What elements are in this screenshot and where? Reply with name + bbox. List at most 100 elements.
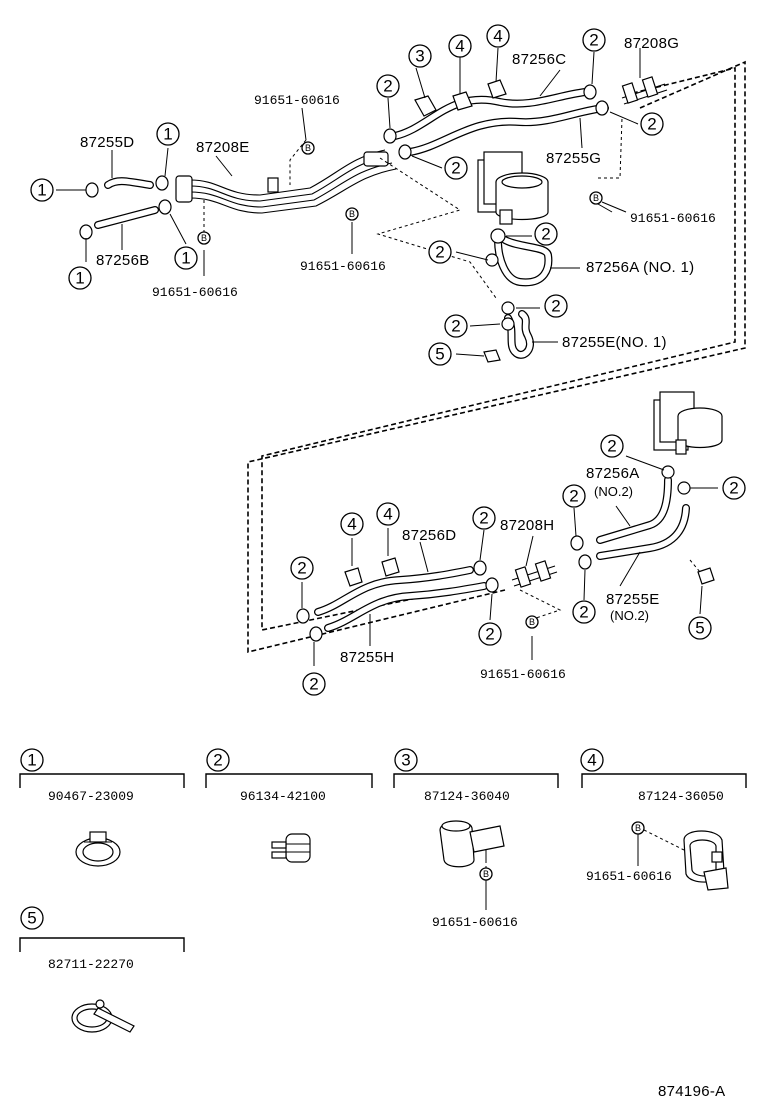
pipe-87208G [621, 76, 668, 105]
label-87256B: 87256B [96, 252, 150, 269]
svg-text:2: 2 [451, 317, 460, 336]
svg-text:B: B [349, 209, 355, 219]
clamp-2 [490, 228, 506, 244]
label-bolt-91651: 91651-60616 [254, 93, 340, 108]
clamp-2 [296, 608, 310, 624]
clamp-2 [677, 481, 691, 495]
callout-2: 2 [600, 434, 624, 458]
clamp-2 [383, 128, 397, 144]
svg-text:2: 2 [479, 509, 488, 528]
bolt-marker-b: B [525, 615, 539, 629]
svg-text:87124-36040: 87124-36040 [424, 789, 510, 804]
callout-5: 5 [688, 616, 712, 640]
clamp-2 [578, 554, 592, 570]
legend-item-1: 1 90467-23009 [19, 748, 185, 867]
svg-text:2: 2 [383, 77, 392, 96]
hose-clamp-bracket-4 [452, 91, 473, 111]
heater-unit-upper [477, 151, 549, 225]
label-87256C: 87256C [512, 51, 566, 68]
dashed-guide [598, 117, 623, 179]
label-87255G: 87255G [546, 150, 601, 167]
legend: 1 90467-23009 2 96134-42100 [19, 748, 747, 1033]
label-87256D: 87256D [402, 527, 456, 544]
pipe-87208H [511, 560, 558, 588]
svg-text:1: 1 [37, 181, 46, 200]
callout-2: 2 [534, 222, 558, 246]
callout-1: 1 [30, 178, 54, 202]
callout-2: 2 [582, 28, 606, 52]
leader-lines-upper [56, 47, 641, 357]
svg-text:1: 1 [181, 249, 190, 268]
svg-text:2: 2 [729, 479, 738, 498]
callout-2: 2 [472, 506, 496, 530]
callout-2: 2 [444, 156, 468, 180]
hose-clamp-bracket-4 [381, 557, 400, 577]
label-87255E: 87255E [606, 591, 660, 608]
pipe-87208E [189, 149, 397, 214]
lower-assembly [296, 391, 723, 666]
dashed-guide [689, 559, 701, 573]
svg-text:B: B [201, 233, 207, 243]
label-no2: (NO.2) [594, 484, 633, 499]
svg-text:1: 1 [163, 125, 172, 144]
bolt-marker-b: B [345, 207, 359, 221]
part-labels: 87208G 87256C 87255D 87208E 87255G 87256… [80, 35, 716, 682]
hose-clamp-bracket-4 [344, 567, 363, 587]
callout-2: 2 [544, 294, 568, 318]
clamp-small-left [79, 175, 172, 240]
svg-text:5: 5 [435, 345, 444, 364]
clamp-2 [501, 301, 515, 315]
svg-text:3: 3 [415, 47, 424, 66]
clamp-2 [583, 84, 597, 100]
callout-1: 1 [174, 246, 198, 270]
bolt-marker-b: B [589, 191, 603, 205]
svg-text:91651-60616: 91651-60616 [586, 869, 672, 884]
callout-1: 1 [68, 266, 92, 290]
svg-text:4: 4 [587, 751, 596, 770]
clamp-2 [398, 144, 412, 160]
label-87208G: 87208G [624, 35, 679, 52]
label-87255E-no1: 87255E(NO. 1) [562, 334, 667, 351]
label-bolt-91651: 91651-60616 [480, 667, 566, 682]
svg-text:2: 2 [309, 675, 318, 694]
callout-2: 2 [562, 484, 586, 508]
hose-clamp-bracket-3 [414, 95, 437, 117]
svg-text:2: 2 [607, 437, 616, 456]
svg-text:2: 2 [647, 115, 656, 134]
callout-2: 2 [302, 672, 326, 696]
hose-clamp-bracket-4 [487, 79, 507, 99]
routing-dashed-loop-inner [261, 66, 736, 631]
figure-id: 874196-A [658, 1083, 725, 1100]
svg-text:4: 4 [383, 505, 392, 524]
svg-text:3: 3 [401, 751, 410, 770]
svg-text:2: 2 [589, 31, 598, 50]
svg-text:87124-36050: 87124-36050 [638, 789, 724, 804]
leader [601, 201, 627, 213]
callout-2: 2 [478, 622, 502, 646]
svg-text:B: B [483, 869, 489, 879]
callout-2: 2 [376, 74, 400, 98]
label-bolt-91651: 91651-60616 [630, 211, 716, 226]
clamp-2 [473, 560, 487, 576]
svg-text:2: 2 [297, 559, 306, 578]
svg-text:5: 5 [695, 619, 704, 638]
hose-clamp-type2-icon [271, 833, 311, 863]
band-clamp-5 [483, 349, 501, 363]
svg-text:B: B [593, 193, 599, 203]
band-clamp-5 [697, 567, 715, 585]
svg-text:91651-60616: 91651-60616 [432, 915, 518, 930]
callout-2: 2 [640, 112, 664, 136]
dashed-guide [289, 139, 307, 185]
hose-clamp-bracket-4-icon [683, 830, 729, 891]
clamp-2 [661, 465, 675, 479]
svg-text:2: 2 [541, 225, 550, 244]
routing-dashed-loop [247, 60, 746, 654]
label-bolt-91651: 91651-60616 [300, 259, 386, 274]
clamp-2 [595, 100, 609, 116]
label-87256A: 87256A [586, 465, 640, 482]
callout-2: 2 [444, 314, 468, 338]
svg-text:2: 2 [451, 159, 460, 178]
svg-text:B: B [305, 143, 311, 153]
callout-1: 1 [156, 122, 180, 146]
label-87208E: 87208E [196, 139, 250, 156]
